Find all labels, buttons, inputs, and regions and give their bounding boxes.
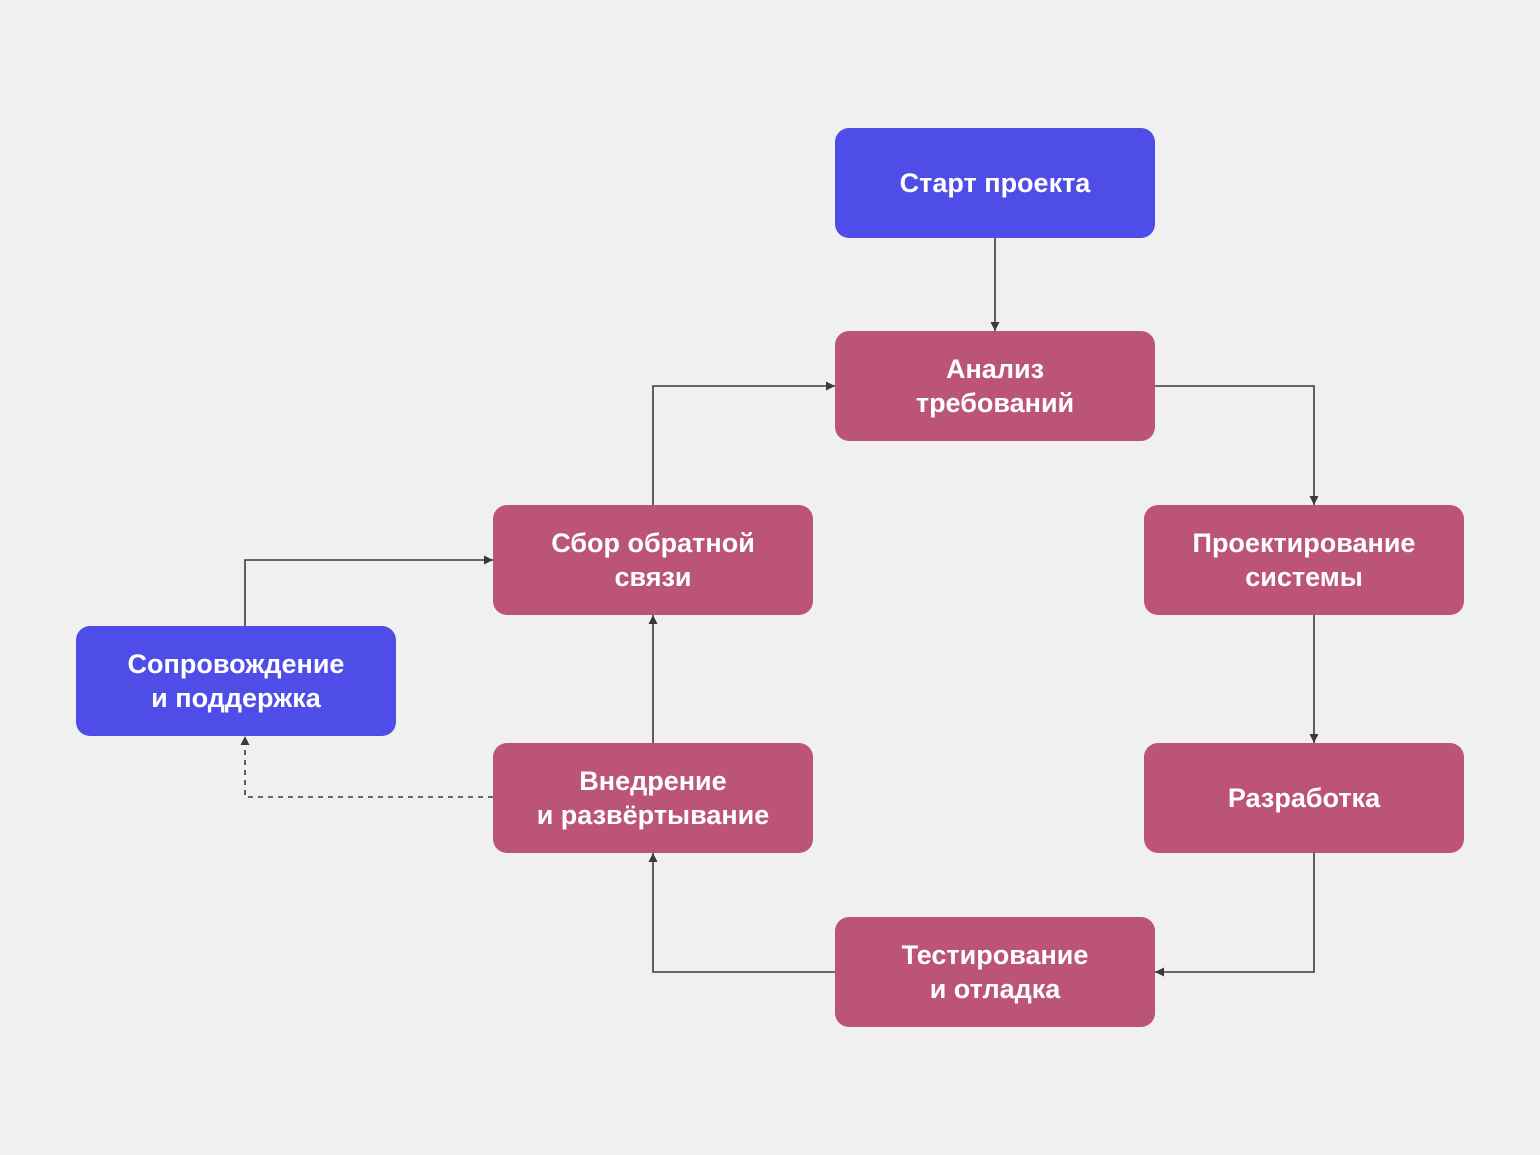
node-requirements-analysis: Анализ требований [835, 331, 1155, 441]
node-development: Разработка [1144, 743, 1464, 853]
node-maintenance-support: Сопровождение и поддержка [76, 626, 396, 736]
edge-dev-to-test [1155, 853, 1315, 977]
node-deployment: Внедрение и развёртывание [493, 743, 813, 853]
node-feedback-collection: Сбор обратной связи [493, 505, 813, 615]
edge-deploy-to-support-dashed [240, 736, 493, 798]
node-system-design: Проектирование системы [1144, 505, 1464, 615]
edge-support-to-feedback [244, 555, 493, 626]
node-project-start: Старт проекта [835, 128, 1155, 238]
edge-test-to-deploy [648, 853, 835, 973]
edge-analysis-to-design [1155, 385, 1319, 505]
node-testing-debugging: Тестирование и отладка [835, 917, 1155, 1027]
edge-feedback-to-analysis [652, 381, 835, 505]
